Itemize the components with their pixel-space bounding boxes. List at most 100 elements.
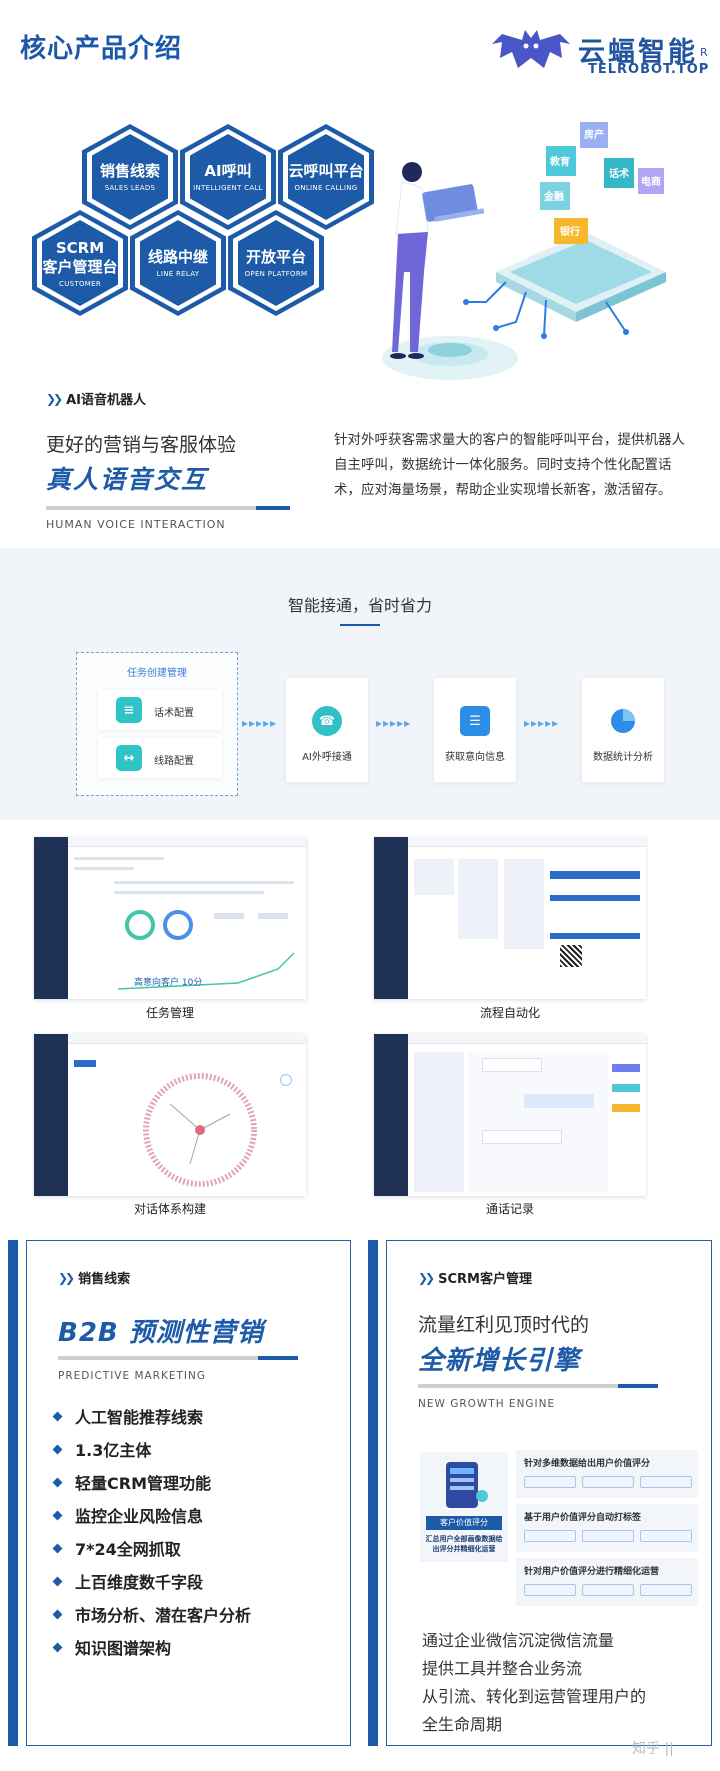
hex-scrm: SCRM 客户管理台 CUSTOMER <box>32 210 128 316</box>
value-pill <box>524 1476 576 1488</box>
bullet-item: 1.3亿主体 <box>52 1437 151 1461</box>
screenshot-flow-automation <box>374 837 646 999</box>
script-config-card: ≡ 话术配置 <box>98 690 222 730</box>
hex-label: 线路中继 <box>147 248 208 266</box>
hex-label: 开放平台 <box>245 248 306 266</box>
screenshot-caption: 通话记录 <box>485 1202 534 1216</box>
pie-chart-icon <box>611 709 635 733</box>
bat-logo-icon <box>492 30 570 68</box>
line-config-card: ↔ 线路配置 <box>98 738 222 778</box>
hex-sublabel: ONLINE CALLING <box>294 184 358 192</box>
phone-device-icon <box>446 1462 488 1508</box>
logo-registered-mark: R <box>700 46 708 59</box>
script-config-label: 话术配置 <box>154 708 194 719</box>
sales-card-tag: ❯❯ 销售线索 <box>58 1268 131 1288</box>
hex-online-calling: 云呼叫平台 ONLINE CALLING <box>278 124 374 230</box>
divider-gray <box>418 1384 618 1388</box>
ai-subtitle: 更好的营销与客服体验 <box>46 434 237 456</box>
scrm-card <box>386 1240 712 1746</box>
sales-headline: B2B 预测性营销 <box>58 1318 264 1348</box>
value-score-panel: 客户价值评分 汇总用户全部画像数据给出评分并精细化运营 <box>420 1452 508 1562</box>
hex-sublabel: SALES LEADS <box>104 184 156 192</box>
divider-blue <box>618 1384 658 1388</box>
ai-section-tag: ❯❯ AI语音机器人 <box>46 389 147 409</box>
hex-sublabel: CUSTOMER <box>59 279 101 288</box>
scrm-subtitle: 流量红利见顶时代的 <box>418 1314 590 1336</box>
divider-blue <box>258 1356 298 1360</box>
scrm-headline: 全新增长引擎 <box>418 1346 581 1376</box>
value-pill <box>640 1476 692 1488</box>
value-score-desc: 汇总用户全部画像数据给出评分并精细化运营 <box>425 1535 503 1553</box>
cube-label: 房产 <box>584 128 604 141</box>
intent-info-label: 获取意向信息 <box>445 752 505 763</box>
hex-label: 销售线索 <box>99 162 160 180</box>
flow-arrow: ▸▸▸▸▸ <box>242 716 278 730</box>
ai-headline: 真人语音交互 <box>46 465 209 494</box>
chat-icon: ☰ <box>460 706 490 736</box>
hex-label: SCRM <box>55 238 105 257</box>
double-chevron-icon: ❯❯ <box>46 391 63 406</box>
line-config-label: 线路配置 <box>154 756 194 767</box>
hex-sublabel: INTELLIGENT CALL <box>193 184 263 192</box>
platform-illustration: 房产 教育 话术 金融 电商 银行 <box>382 122 666 380</box>
scrm-card-tag-label: SCRM客户管理 <box>438 1272 532 1287</box>
scrm-closing-text: 通过企业微信沉淀微信流量 提供工具并整合业务流 从引流、转化到运营管理用户的 全… <box>422 1627 646 1739</box>
flow-title-underline <box>340 624 380 626</box>
screenshot-caption: 流程自动化 <box>479 1006 540 1020</box>
value-pill <box>640 1584 692 1596</box>
hex-sublabel: LINE RELAY <box>156 270 200 278</box>
sliders-icon: ≡ <box>116 697 142 723</box>
double-chevron-icon: ❯❯ <box>418 1270 435 1285</box>
closing-line: 通过企业微信沉淀微信流量 <box>422 1631 615 1650</box>
hex-label: AI呼叫 <box>204 162 252 180</box>
sales-card-tag-label: 销售线索 <box>78 1272 131 1287</box>
hex-label-line2: 客户管理台 <box>42 257 118 276</box>
closing-line: 全生命周期 <box>422 1715 503 1734</box>
cube-label: 教育 <box>549 155 570 168</box>
cube-label: 金融 <box>543 190 564 203</box>
logo-url: TELROBOT.TOP <box>588 62 710 77</box>
divider-blue <box>256 506 290 510</box>
cube-label: 银行 <box>560 225 580 238</box>
value-box-title: 针对用户价值评分进行精细化运营 <box>524 1567 660 1577</box>
bullet-item: 知识图谱架构 <box>52 1635 171 1659</box>
cube-label: 话术 <box>609 167 629 180</box>
flow-arrow: ▸▸▸▸▸ <box>376 716 412 730</box>
hex-label: 云呼叫平台 <box>288 162 364 180</box>
screenshot-overlay-text: 高意向客户 10分 <box>134 978 203 988</box>
scrm-english-subtitle: NEW GROWTH ENGINE <box>418 1398 556 1410</box>
data-stats-label: 数据统计分析 <box>593 752 653 763</box>
scrm-card-accent <box>368 1240 378 1746</box>
bullet-item: 上百维度数千字段 <box>52 1569 203 1593</box>
scrm-card-tag: ❯❯ SCRM客户管理 <box>418 1268 532 1288</box>
logo-name: 云蝠智能 <box>578 37 698 68</box>
route-icon: ↔ <box>116 745 142 771</box>
value-pill <box>640 1530 692 1542</box>
value-box <box>516 1504 698 1552</box>
double-chevron-icon: ❯❯ <box>58 1270 75 1285</box>
ai-description: 针对外呼获客需求量大的客户的智能呼叫平台，提供机器人自主呼叫，数据统计一体化服务… <box>334 432 685 498</box>
ai-english-subtitle: HUMAN VOICE INTERACTION <box>46 518 226 531</box>
hex-ai-call: AI呼叫 INTELLIGENT CALL <box>180 124 276 230</box>
closing-line: 提供工具并整合业务流 <box>422 1659 583 1678</box>
hex-line-relay: 线路中继 LINE RELAY <box>130 210 226 316</box>
sales-english-subtitle: PREDICTIVE MARKETING <box>58 1370 206 1382</box>
value-pill <box>582 1530 634 1542</box>
sales-leads-card <box>26 1240 351 1746</box>
value-pill <box>524 1584 576 1596</box>
screenshot-call-records <box>374 1034 646 1196</box>
value-box <box>516 1558 698 1606</box>
value-box <box>516 1450 698 1498</box>
bullet-item: 市场分析、潜在客户分析 <box>52 1602 251 1626</box>
flow-title: 智能接通，省时省力 <box>287 596 432 615</box>
divider-gray <box>58 1356 258 1360</box>
hex-open-platform: 开放平台 OPEN PLATFORM <box>228 210 324 316</box>
ai-section-tag-label: AI语音机器人 <box>66 393 147 408</box>
screenshot-dialog-system <box>34 1034 306 1196</box>
cube-label: 电商 <box>641 175 661 188</box>
hex-sublabel: OPEN PLATFORM <box>244 270 308 278</box>
closing-line: 从引流、转化到运营管理用户的 <box>422 1687 647 1706</box>
value-box-title: 针对多维数据给出用户价值评分 <box>524 1459 651 1469</box>
sales-card-accent <box>8 1240 18 1746</box>
zhihu-watermark: 知乎 || <box>632 1741 674 1757</box>
